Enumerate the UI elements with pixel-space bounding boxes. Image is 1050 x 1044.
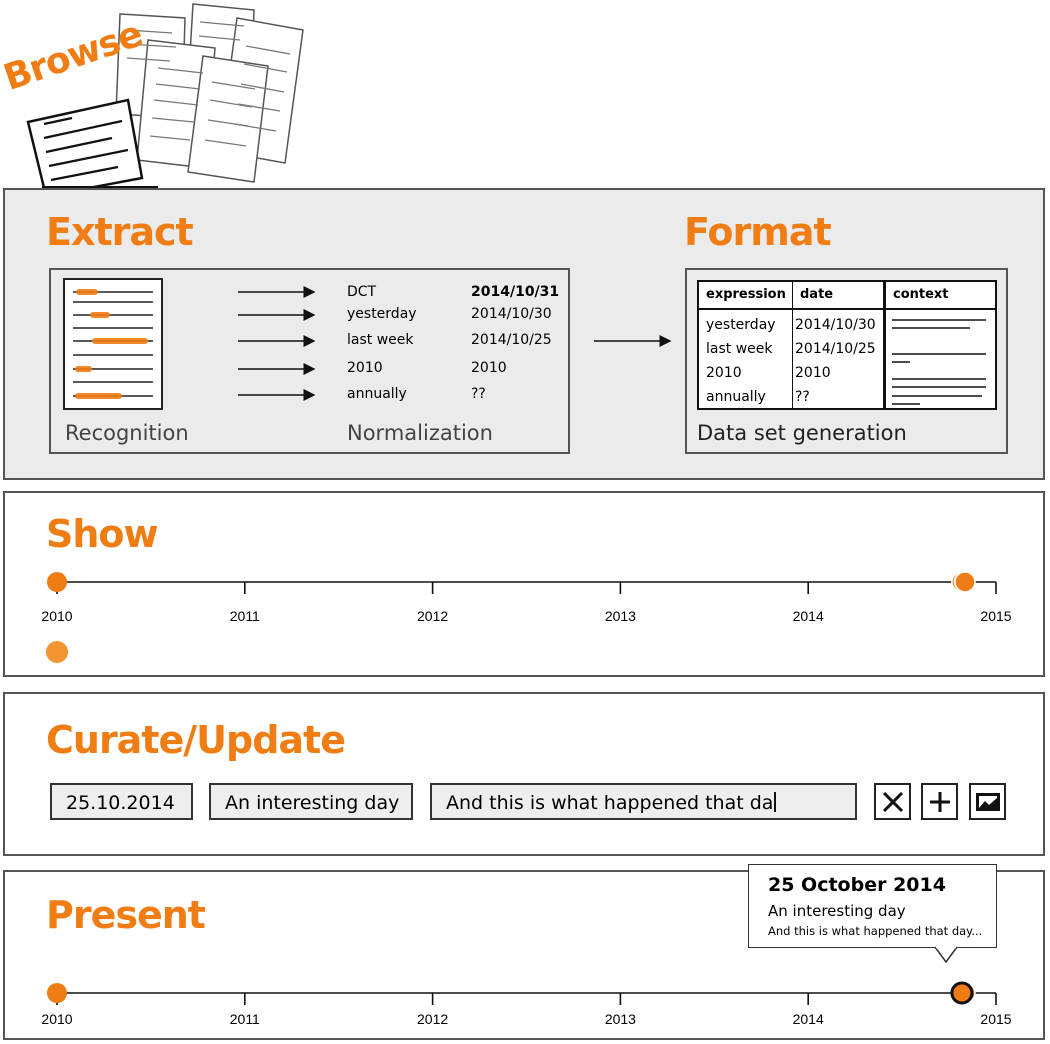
format-cell: last week	[706, 341, 773, 357]
present-timeline	[47, 981, 997, 1005]
format-cell: annually	[706, 389, 766, 405]
expression-dct: DCT	[347, 284, 377, 300]
show-legend-marker	[46, 641, 68, 663]
expression-2010: 2010	[347, 360, 383, 376]
format-cell: 2014/10/25	[795, 341, 876, 357]
date-input[interactable]: 25.10.2014	[50, 783, 193, 820]
tick-label: 2014	[792, 608, 824, 624]
format-title: Format	[684, 210, 832, 254]
show-timeline	[47, 571, 997, 594]
recognition-document	[63, 278, 163, 410]
title-input[interactable]: An interesting day	[209, 783, 413, 820]
event-marker[interactable]	[954, 571, 976, 593]
tick-label: 2013	[604, 1011, 636, 1027]
tick-label: 2011	[229, 1011, 260, 1027]
text-cursor	[774, 792, 776, 812]
normalization-arrows	[238, 286, 316, 401]
show-panel	[3, 491, 1045, 677]
delete-button[interactable]	[874, 783, 911, 820]
tick-label: 2010	[41, 1011, 73, 1027]
tooltip-pointer	[934, 946, 958, 964]
tick-label: 2015	[980, 1011, 1012, 1027]
present-title: Present	[46, 893, 206, 937]
text-input[interactable]: And this is what happened that da	[430, 783, 857, 820]
format-cell: ??	[795, 389, 810, 405]
close-icon	[882, 791, 903, 812]
format-cell: yesterday	[706, 317, 776, 333]
format-col-divider-1	[792, 282, 793, 408]
value-yesterday: 2014/10/30	[471, 306, 552, 322]
extract-box	[49, 268, 570, 454]
value-annually: ??	[471, 386, 486, 402]
tick-label: 2015	[980, 608, 1012, 624]
value-2010: 2010	[471, 360, 507, 376]
expression-yesterday: yesterday	[347, 306, 417, 322]
plus-icon	[929, 791, 950, 812]
tick-label: 2010	[41, 608, 73, 624]
image-button[interactable]	[969, 783, 1006, 820]
tick-label: 2012	[417, 608, 449, 624]
image-icon	[975, 792, 1000, 811]
format-table: expression date context yesterday 2014/1…	[697, 280, 997, 410]
selected-event-marker[interactable]	[950, 981, 974, 1005]
recognition-label: Recognition	[65, 421, 189, 445]
tick-label: 2012	[417, 1011, 449, 1027]
normalization-label: Normalization	[347, 421, 493, 445]
format-cell: 2010	[795, 365, 831, 381]
documents-illustration	[26, 3, 304, 190]
tick-label: 2013	[604, 608, 636, 624]
extract-title: Extract	[46, 210, 194, 254]
expression-annually: annually	[347, 386, 407, 402]
show-tick-labels: 2010 2011 2012 2013 2014 2015	[0, 608, 1050, 628]
context-lines	[892, 319, 986, 405]
tick-label: 2014	[792, 1011, 824, 1027]
value-dct: 2014/10/31	[471, 284, 560, 300]
data-set-generation-label: Data set generation	[697, 421, 907, 445]
expression-last-week: last week	[347, 332, 414, 348]
format-col-divider-2	[883, 282, 886, 408]
curate-panel	[3, 692, 1045, 856]
event-marker[interactable]	[47, 983, 67, 1003]
tooltip-text: And this is what happened that day...	[768, 924, 983, 938]
event-marker[interactable]	[47, 572, 67, 592]
text-input-value: And this is what happened that da	[446, 792, 774, 814]
curate-title: Curate/Update	[46, 718, 346, 762]
extract-to-format-arrow	[594, 335, 672, 347]
format-box	[685, 268, 1008, 454]
format-cell: 2014/10/30	[795, 317, 876, 333]
show-title: Show	[46, 512, 159, 556]
browse-area: Browse	[0, 0, 360, 190]
tooltip-date: 25 October 2014	[768, 874, 946, 896]
format-header-expression: expression	[706, 287, 786, 302]
format-header-date: date	[800, 287, 834, 302]
tooltip-title: An interesting day	[768, 902, 906, 920]
present-tick-labels: 2010 2011 2012 2013 2014 2015	[0, 1011, 1050, 1031]
format-cell: 2010	[706, 365, 742, 381]
present-panel	[3, 870, 1045, 1040]
tick-label: 2011	[229, 608, 260, 624]
event-tooltip: 25 October 2014 An interesting day And t…	[748, 864, 997, 948]
value-last-week: 2014/10/25	[471, 332, 552, 348]
format-header-context: context	[893, 287, 949, 302]
add-button[interactable]	[921, 783, 958, 820]
format-header-divider	[699, 308, 995, 310]
